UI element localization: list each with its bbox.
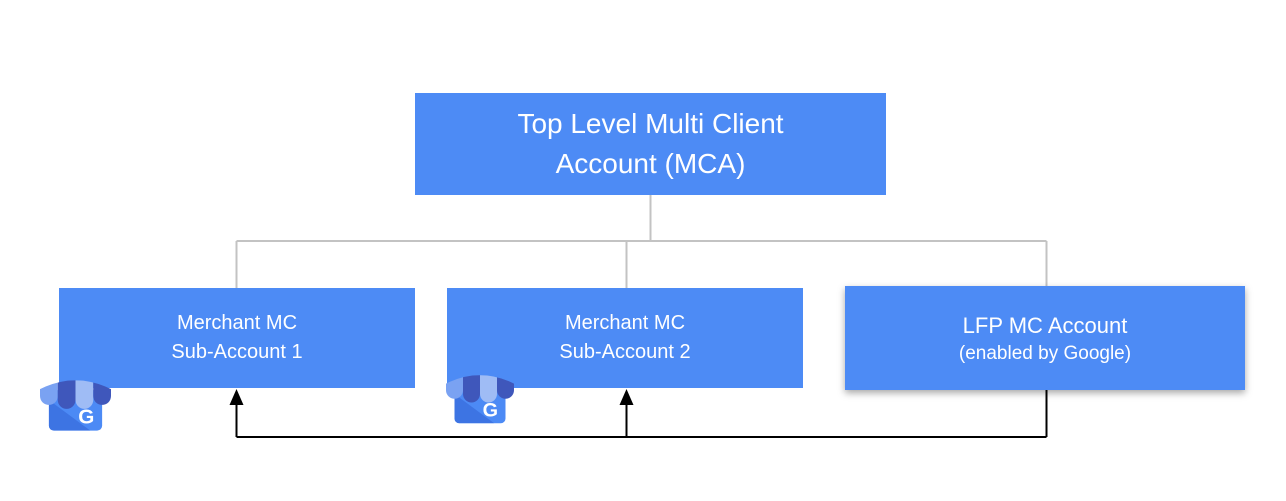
- awning-stripe: [480, 375, 497, 403]
- node-lfp-mc-account: LFP MC Account (enabled by Google): [845, 286, 1245, 390]
- node-label-line: Sub-Account 2: [559, 341, 691, 363]
- node-label-line: Merchant MC: [176, 312, 298, 334]
- awning-stripe: [57, 380, 76, 409]
- node-label-line: LFP MC Account: [962, 312, 1128, 338]
- node-merchant-sub-account-1: Merchant MC Sub-Account 1: [59, 288, 415, 388]
- awning-stripe: [93, 380, 111, 405]
- node-label-line: Account (MCA): [555, 148, 746, 179]
- node-merchant-sub-account-2: Merchant MC Sub-Account 2: [447, 288, 803, 388]
- awning-stripe: [75, 380, 94, 409]
- feed-arrow-connectors: [235, 390, 1048, 438]
- google-business-storefront-icon: G: [446, 375, 514, 424]
- arrowhead-up-sub1: [229, 389, 244, 405]
- node-label-line: Top Level Multi Client: [517, 108, 784, 139]
- google-business-storefront-icon: G: [40, 380, 111, 431]
- node-label-line: Sub-Account 1: [171, 341, 303, 363]
- node-top-level-mca: Top Level Multi Client Account (MCA): [415, 93, 886, 195]
- node-label-line: (enabled by Google): [958, 342, 1132, 364]
- awning-stripe: [446, 375, 463, 399]
- awning-stripe: [40, 380, 58, 405]
- google-g-letter: G: [483, 400, 498, 422]
- awning-stripe: [497, 375, 514, 399]
- arrowhead-up-sub2: [619, 389, 634, 405]
- awning-stripe: [463, 375, 480, 403]
- storefront-body-shade: [48, 400, 91, 431]
- google-g-letter: G: [78, 406, 94, 429]
- hierarchy-connectors: [235, 195, 1048, 288]
- arrowheads: [229, 389, 634, 405]
- node-label-line: Merchant MC: [564, 312, 686, 334]
